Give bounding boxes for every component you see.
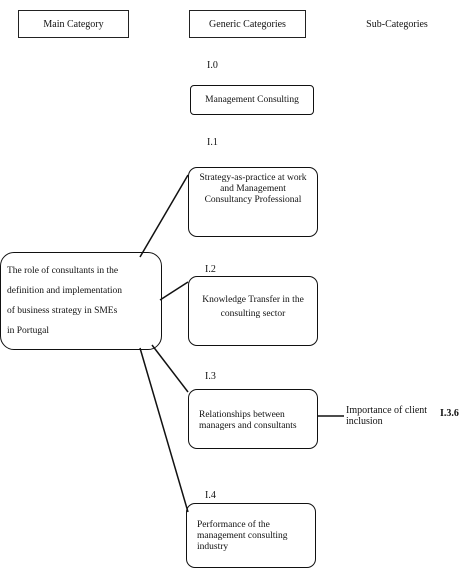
- subcategory-label-line1: Importance of client: [346, 405, 428, 416]
- generic-label-i4-line1: Performance of the: [197, 520, 270, 530]
- subcategory-label: Importance of client inclusion: [346, 405, 427, 427]
- code-i1: I.1: [207, 137, 218, 148]
- generic-box-strategy-as-practice: Strategy-as-practice at work and Managem…: [188, 167, 318, 237]
- sub-categories-header: Sub-Categories: [366, 18, 428, 30]
- generic-label-i1-line2: and Management: [220, 184, 286, 194]
- generic-box-knowledge-transfer: Knowledge Transfer in the consulting sec…: [188, 276, 318, 346]
- generic-label-i4-line3: industry: [197, 542, 229, 552]
- main-category-header: Main Category: [18, 10, 129, 38]
- connector-to-i3: [151, 344, 189, 393]
- main-label-line2: definition and implementation: [7, 286, 123, 296]
- code-i0: I.0: [207, 60, 218, 71]
- main-label-line1: The role of consultants in the: [7, 266, 119, 276]
- generic-label-i1-line3: Consultancy Professional: [204, 195, 302, 205]
- code-i2: I.2: [205, 264, 216, 275]
- connector-to-i4: [139, 347, 189, 513]
- code-i3: I.3: [205, 371, 216, 382]
- generic-box-management-consulting: Management Consulting: [190, 85, 314, 115]
- generic-label-i1-line1: Strategy-as-practice at work: [199, 173, 307, 183]
- main-label-line3: of business strategy in SMEs: [7, 306, 118, 316]
- subcategory-code: I.3.6: [440, 408, 459, 419]
- connector-to-i1: [139, 174, 189, 258]
- generic-label-i2-line2: consulting sector: [220, 309, 286, 319]
- main-label-line4: in Portugal: [7, 326, 49, 336]
- connector-to-i2: [159, 281, 189, 301]
- main-category-box: The role of consultants in the definitio…: [0, 252, 162, 350]
- generic-label-i2-line1: Knowledge Transfer in the: [202, 295, 304, 305]
- generic-label-i3-line2: managers and consultants: [199, 421, 297, 431]
- generic-label-i3-line1: Relationships between: [199, 410, 285, 420]
- code-i4: I.4: [205, 490, 216, 501]
- generic-label-i4-line2: management consulting: [197, 531, 288, 541]
- generic-box-performance: Performance of the management consulting…: [186, 503, 316, 568]
- generic-label-i0: Management Consulting: [205, 94, 299, 105]
- generic-box-relationships: Relationships between managers and consu…: [188, 389, 318, 449]
- subcategory-label-line2: inclusion: [346, 416, 383, 427]
- generic-categories-header: Generic Categories: [189, 10, 306, 38]
